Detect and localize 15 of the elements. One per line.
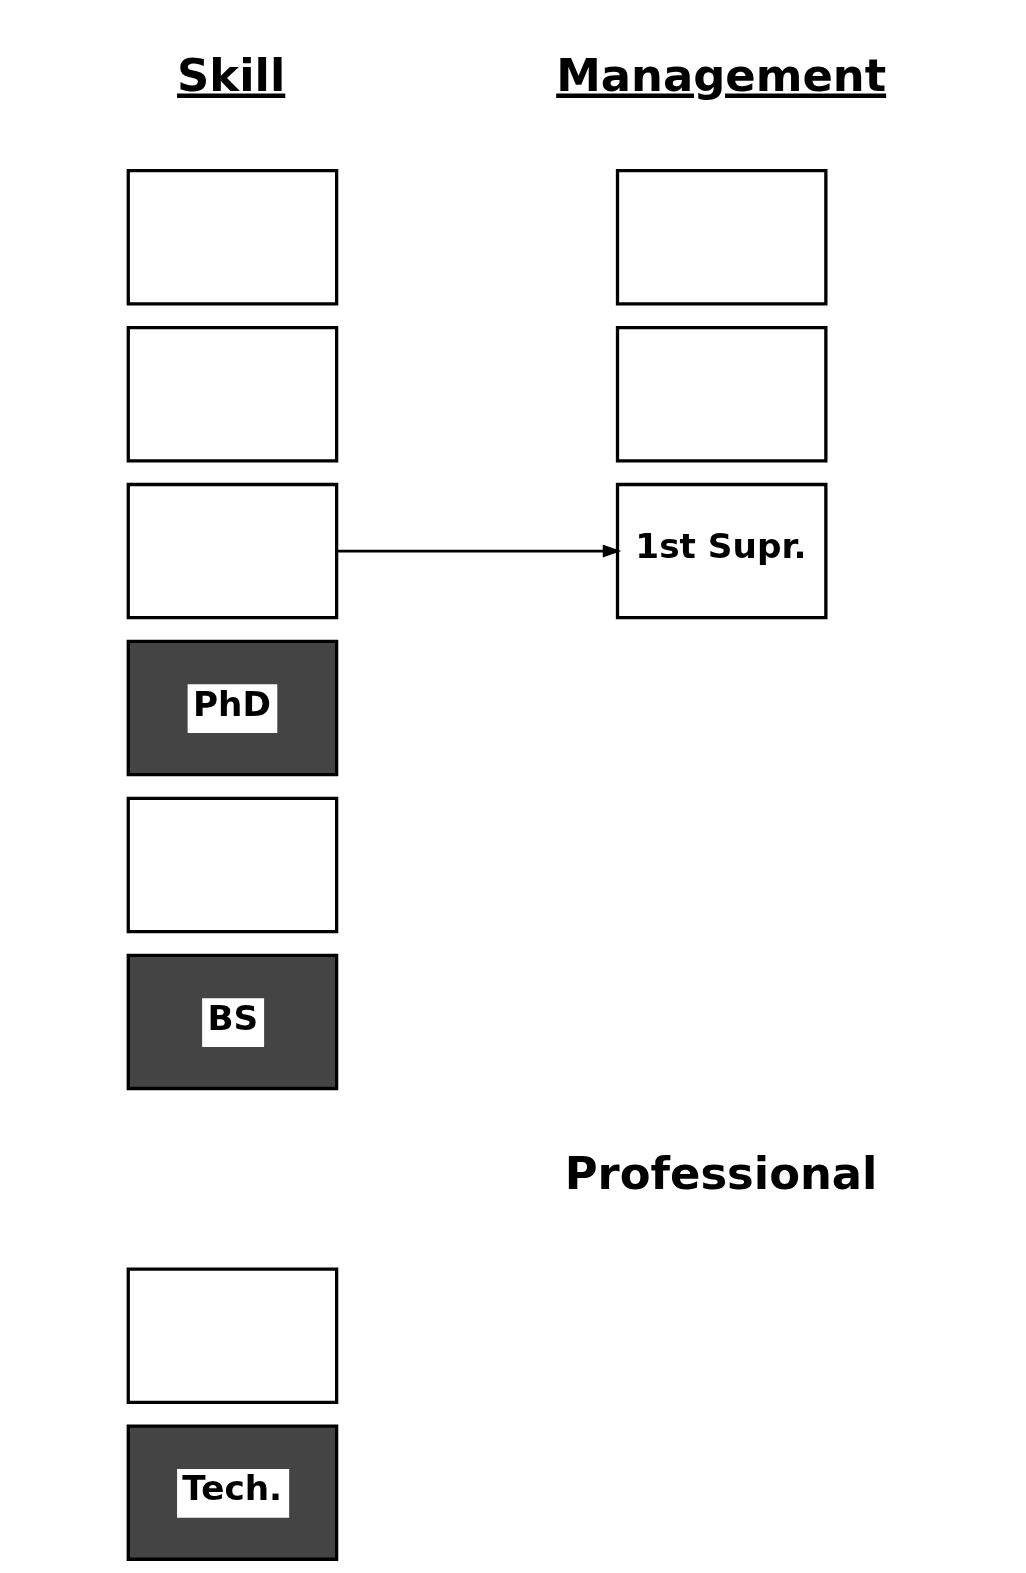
node-box [615,325,828,463]
node-box: Tech. [126,1424,339,1561]
label: Professional [564,1146,878,1200]
arrow [337,544,622,558]
node-box [126,1267,339,1404]
label: Skill [177,48,286,102]
label: Management [556,48,887,102]
node-box [126,796,339,934]
node-box [126,325,339,463]
node-box: BS [126,953,339,1091]
node-box [615,169,828,306]
node-box: 1st Supr. [615,482,828,620]
node-box: PhD [126,639,339,777]
node-box [126,482,339,620]
node-box [126,169,339,306]
